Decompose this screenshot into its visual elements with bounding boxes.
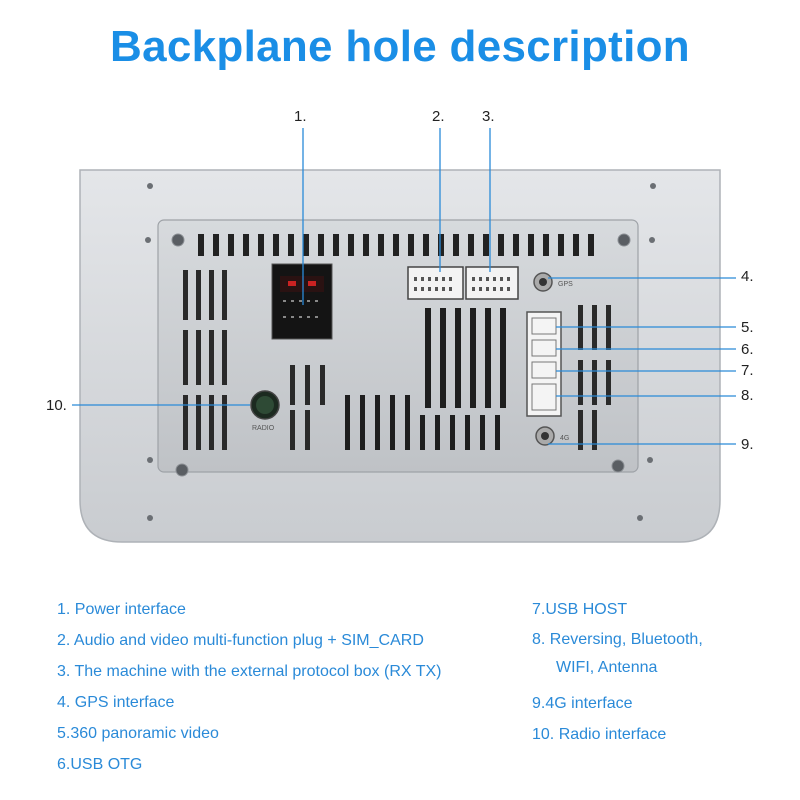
callout-4: 4. xyxy=(741,268,754,285)
page-title: Backplane hole description xyxy=(110,22,690,71)
radio-connector xyxy=(250,390,280,420)
inner-screws xyxy=(171,233,631,477)
callout-1: 1. xyxy=(294,108,307,125)
left-vents xyxy=(183,270,325,450)
legend-item: 9.4G interface xyxy=(532,695,633,712)
video-usb-connector-block xyxy=(526,311,562,417)
legend-item: 1. Power interface xyxy=(57,601,186,618)
legend-item: 8. Reversing, Bluetooth, xyxy=(532,631,703,648)
4g-label: 4G xyxy=(560,435,569,442)
callout-3: 3. xyxy=(482,108,495,125)
gps-label: GPS xyxy=(558,281,573,288)
callout-9: 9. xyxy=(741,436,754,453)
legend-item: 10. Radio interface xyxy=(532,726,667,743)
legend-item: 4. GPS interface xyxy=(57,694,175,711)
legend-item: 5.360 panoramic video xyxy=(57,725,219,742)
callout-6: 6. xyxy=(741,341,754,358)
4g-connector xyxy=(535,426,555,446)
gps-connector xyxy=(533,272,553,292)
legend-item: WIFI, Antenna xyxy=(556,659,658,676)
callout-7: 7. xyxy=(741,362,754,379)
radio-label: RADIO xyxy=(252,425,275,432)
outer-screws xyxy=(145,183,656,521)
legend-left: 1. Power interface 2. Audio and video mu… xyxy=(57,600,507,786)
callout-2: 2. xyxy=(432,108,445,125)
top-vents xyxy=(198,234,594,256)
legend-item: 6.USB OTG xyxy=(57,756,143,773)
callout-10: 10. xyxy=(46,397,67,414)
legend-item: 3. The machine with the external protoco… xyxy=(57,663,442,680)
legend-item: 2. Audio and video multi-function plug +… xyxy=(57,632,424,649)
legend-item: 7.USB HOST xyxy=(532,601,628,618)
callout-5: 5. xyxy=(741,319,754,336)
center-vents xyxy=(345,308,506,450)
callout-8: 8. xyxy=(741,387,754,404)
av-connector xyxy=(407,266,464,300)
legend-right: 7.USB HOST 8. Reversing, Bluetooth, WIFI… xyxy=(532,600,782,756)
callout-lines xyxy=(72,128,736,445)
protocol-connector xyxy=(465,266,519,300)
